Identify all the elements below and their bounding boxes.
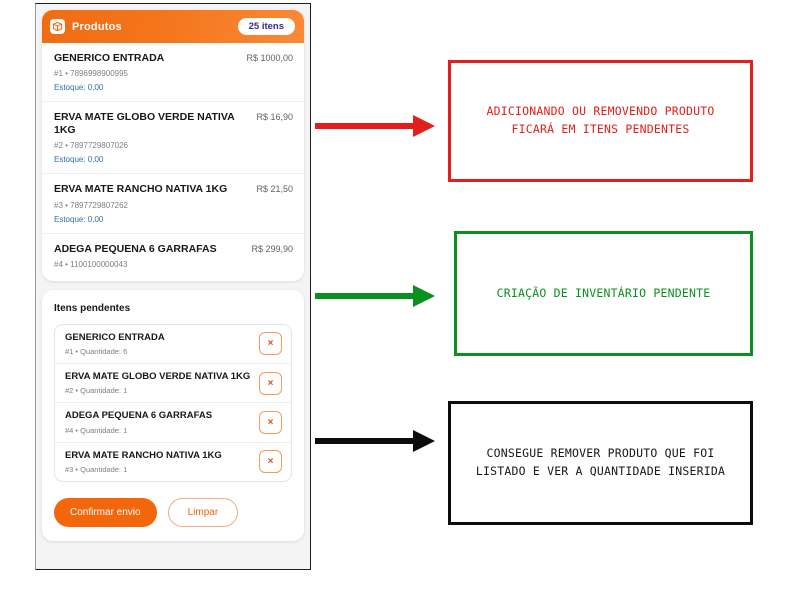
app-viewport: Produtos 25 itens GENERICO ENTRADA R$ 10… bbox=[42, 10, 304, 551]
remove-item-button[interactable]: × bbox=[259, 371, 282, 395]
product-meta: #3 • 7897729807262 bbox=[54, 200, 128, 210]
product-meta: #4 • 1100100000043 bbox=[54, 259, 128, 269]
pending-item-row[interactable]: ERVA MATE RANCHO NATIVA 1KG #3 • Quantid… bbox=[55, 443, 291, 481]
pending-item-meta: #1 • Quantidade: 6 bbox=[65, 346, 128, 356]
pending-item-name: ERVA MATE GLOBO VERDE NATIVA 1KG bbox=[65, 370, 251, 382]
product-name: ERVA MATE RANCHO NATIVA 1KG bbox=[54, 183, 228, 196]
pending-actions: Confirmar envio Limpar bbox=[54, 498, 292, 527]
remove-item-button[interactable]: × bbox=[259, 332, 282, 356]
product-name: ERVA MATE GLOBO VERDE NATIVA 1KG bbox=[54, 111, 235, 137]
products-title: Produtos bbox=[72, 20, 122, 33]
product-price: R$ 1000,00 bbox=[246, 53, 293, 63]
product-row-top: ADEGA PEQUENA 6 GARRAFAS R$ 299,90 bbox=[54, 243, 293, 256]
product-row-top: ERVA MATE RANCHO NATIVA 1KG R$ 21,50 bbox=[54, 183, 293, 196]
product-price: R$ 16,90 bbox=[256, 112, 293, 123]
pending-items-list: GENERICO ENTRADA #1 • Quantidade: 6 × ER… bbox=[54, 323, 292, 482]
arrow-red bbox=[315, 115, 435, 137]
pending-item-row[interactable]: GENERICO ENTRADA #1 • Quantidade: 6 × bbox=[55, 325, 291, 364]
product-row[interactable]: ERVA MATE GLOBO VERDE NATIVA 1KG R$ 16,9… bbox=[42, 102, 304, 175]
annotation-pending-inventory-text: CRIAÇÃO DE INVENTÁRIO PENDENTE bbox=[496, 285, 711, 300]
box-icon bbox=[50, 19, 65, 34]
pending-item-texts: ERVA MATE RANCHO NATIVA 1KG #3 • Quantid… bbox=[65, 450, 251, 474]
pending-item-name: GENERICO ENTRADA bbox=[65, 331, 165, 343]
product-name: ADEGA PEQUENA 6 GARRAFAS bbox=[54, 242, 217, 255]
products-header: Produtos 25 itens bbox=[42, 10, 304, 43]
arrow-black bbox=[315, 430, 435, 452]
annotation-add-remove: ADICIONANDO OU REMOVENDO PRODUTO FICARÁ … bbox=[448, 60, 753, 182]
pending-item-texts: GENERICO ENTRADA #1 • Quantidade: 6 bbox=[65, 332, 251, 356]
app-screenshot-frame: Produtos 25 itens GENERICO ENTRADA R$ 10… bbox=[35, 3, 311, 570]
product-row-top: GENERICO ENTRADA R$ 1000,00 bbox=[54, 52, 293, 65]
pending-item-name: ADEGA PEQUENA 6 GARRAFAS bbox=[65, 410, 213, 422]
product-meta: #2 • 7897729807026 bbox=[54, 141, 128, 151]
product-row[interactable]: ADEGA PEQUENA 6 GARRAFAS R$ 299,90 #4 • … bbox=[42, 234, 304, 279]
annotation-remove-quantity-text: CONSEGUE REMOVER PRODUTO QUE FOI LISTADO… bbox=[475, 446, 726, 478]
pending-item-row[interactable]: ADEGA PEQUENA 6 GARRAFAS #4 • Quantidade… bbox=[55, 403, 291, 443]
product-price: R$ 299,90 bbox=[251, 243, 293, 254]
product-row[interactable]: ERVA MATE RANCHO NATIVA 1KG R$ 21,50 #3 … bbox=[42, 174, 304, 234]
product-stock: Estoque: 0,00 bbox=[54, 155, 104, 165]
product-stock: Estoque: 0,00 bbox=[54, 83, 104, 93]
remove-item-button[interactable]: × bbox=[259, 450, 282, 474]
pending-items-title: Itens pendentes bbox=[54, 302, 131, 314]
product-name: GENERICO ENTRADA bbox=[54, 52, 165, 64]
product-row-top: ERVA MATE GLOBO VERDE NATIVA 1KG R$ 16,9… bbox=[54, 111, 293, 137]
product-stock: Estoque: 0,00 bbox=[54, 214, 104, 224]
product-price: R$ 21,50 bbox=[256, 184, 293, 195]
items-count-badge: 25 itens bbox=[237, 17, 295, 36]
pending-item-meta: #3 • Quantidade: 1 bbox=[65, 465, 128, 474]
annotation-pending-inventory: CRIAÇÃO DE INVENTÁRIO PENDENTE bbox=[454, 231, 753, 356]
pending-item-texts: ADEGA PEQUENA 6 GARRAFAS #4 • Quantidade… bbox=[65, 410, 251, 434]
annotation-remove-quantity: CONSEGUE REMOVER PRODUTO QUE FOI LISTADO… bbox=[448, 401, 753, 525]
arrow-green bbox=[315, 285, 435, 307]
products-card: Produtos 25 itens GENERICO ENTRADA R$ 10… bbox=[42, 10, 304, 281]
remove-item-button[interactable]: × bbox=[259, 410, 282, 434]
pending-item-meta: #2 • Quantidade: 1 bbox=[65, 386, 128, 396]
pending-item-row[interactable]: ERVA MATE GLOBO VERDE NATIVA 1KG #2 • Qu… bbox=[55, 364, 291, 404]
pending-item-meta: #4 • Quantidade: 1 bbox=[65, 425, 128, 435]
clear-button[interactable]: Limpar bbox=[167, 498, 239, 527]
pending-items-card: Itens pendentes GENERICO ENTRADA #1 • Qu… bbox=[42, 289, 304, 541]
annotation-add-remove-text: ADICIONANDO OU REMOVENDO PRODUTO FICARÁ … bbox=[486, 104, 715, 136]
product-row[interactable]: GENERICO ENTRADA R$ 1000,00 #1 • 7896998… bbox=[42, 43, 304, 103]
confirm-send-button[interactable]: Confirmar envio bbox=[54, 498, 157, 527]
pending-item-name: ERVA MATE RANCHO NATIVA 1KG bbox=[65, 449, 222, 461]
products-list[interactable]: GENERICO ENTRADA R$ 1000,00 #1 • 7896998… bbox=[42, 43, 304, 281]
product-meta: #1 • 7896998900995 bbox=[54, 69, 128, 79]
pending-item-texts: ERVA MATE GLOBO VERDE NATIVA 1KG #2 • Qu… bbox=[65, 371, 251, 395]
